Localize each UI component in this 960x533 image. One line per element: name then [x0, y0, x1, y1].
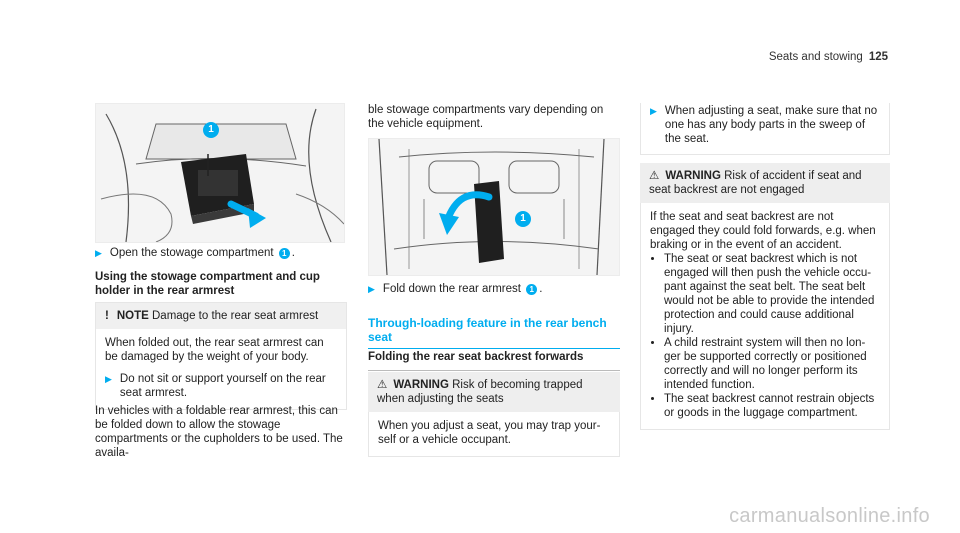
ref-number: 1: [278, 248, 290, 259]
page-header: Seats and stowing 125: [769, 50, 888, 64]
watermark: carmanualsonline.info: [729, 505, 930, 527]
note-instruction: ▶ Do not sit or support yourself on the …: [105, 372, 337, 400]
body-paragraph: In vehicles with a foldable rear armrest…: [95, 405, 343, 459]
instruction-text: Fold down the rear armrest: [382, 283, 521, 295]
note-body: When folded out, the rear seat armrest c…: [96, 329, 346, 409]
rear-armrest-figure: 1: [368, 138, 620, 276]
instruction-text: Open the stowage compartment: [109, 247, 274, 259]
stowage-compartment-figure: 1: [95, 103, 345, 243]
warning-triangle-icon: ⚠: [649, 170, 660, 182]
note-title: Damage to the rear seat armrest: [152, 310, 319, 322]
warning-header: ⚠ WARNING Risk of accident if seat and se…: [640, 163, 890, 203]
warning-title: Risk of becoming trapped when adjusting …: [377, 379, 583, 405]
note-box: ! NOTE Damage to the rear seat armrest Wh…: [95, 302, 347, 410]
instruction-sweep: ▶ When adjusting a seat, make sure that …: [650, 104, 880, 146]
warning-body: If the seat and seat backrest are not en…: [640, 203, 890, 430]
warning-box-trapped: ⚠ WARNING Risk of becoming trapped when a…: [368, 372, 620, 457]
instruction-suffix: .: [539, 283, 543, 295]
sub-title: Folding the rear seat backrest forwards: [368, 350, 620, 371]
warning-label: WARNING: [665, 170, 721, 182]
page-number: 125: [868, 51, 888, 63]
list-item: A child restraint system will then no lo…: [664, 336, 880, 392]
warning-text: If the seat and seat backrest are not en…: [650, 211, 876, 251]
section-heading: Using the stowage compartment and cup ho…: [95, 271, 320, 297]
callout-1: 1: [203, 122, 219, 138]
warning-label: WARNING: [393, 379, 449, 391]
note-icon: !: [105, 310, 109, 322]
arrow-right-icon: ▶: [650, 106, 657, 116]
instruction-fold-armrest: ▶ Fold down the rear armrest 1.: [368, 282, 618, 296]
instruction-text: When adjusting a seat, make sure that no…: [664, 105, 878, 145]
list-item: The seat backrest cannot restrain object…: [664, 392, 880, 420]
warning-bullets: The seat or seat backrest which is not e…: [650, 252, 880, 420]
ref-number: 1: [526, 284, 538, 295]
arrow-right-icon: ▶: [368, 284, 375, 294]
note-label: NOTE: [116, 310, 149, 322]
warning-triangle-icon: ⚠: [377, 379, 388, 391]
list-item: The seat or seat backrest which is not e…: [664, 252, 880, 336]
instruction-suffix: .: [291, 247, 295, 259]
warning-body: When you adjust a seat, you may trap you…: [368, 412, 620, 457]
section-name: Seats and stowing: [768, 51, 863, 63]
body-paragraph-cont: ble stowage compartments vary depending …: [368, 104, 604, 130]
note-header: ! NOTE Damage to the rear seat armrest: [96, 303, 346, 329]
instruction-open-stowage: ▶ Open the stowage compartment 1.: [95, 246, 345, 260]
note-instruction-text: Do not sit or support yourself on the re…: [119, 373, 326, 399]
warning-title: Risk of accident if seat and seat backre…: [649, 170, 862, 196]
instruction-box: ▶ When adjusting a seat, make sure that …: [640, 103, 890, 155]
note-text: When folded out, the rear seat armrest c…: [105, 337, 324, 363]
warning-header: ⚠ WARNING Risk of becoming trapped when a…: [368, 372, 620, 412]
section-title: Through-loading feature in the rear benc…: [368, 316, 620, 349]
callout-1: 1: [515, 211, 531, 227]
arrow-right-icon: ▶: [105, 374, 112, 384]
warning-box-accident: ⚠ WARNING Risk of accident if seat and se…: [640, 163, 890, 430]
arrow-right-icon: ▶: [95, 248, 102, 258]
